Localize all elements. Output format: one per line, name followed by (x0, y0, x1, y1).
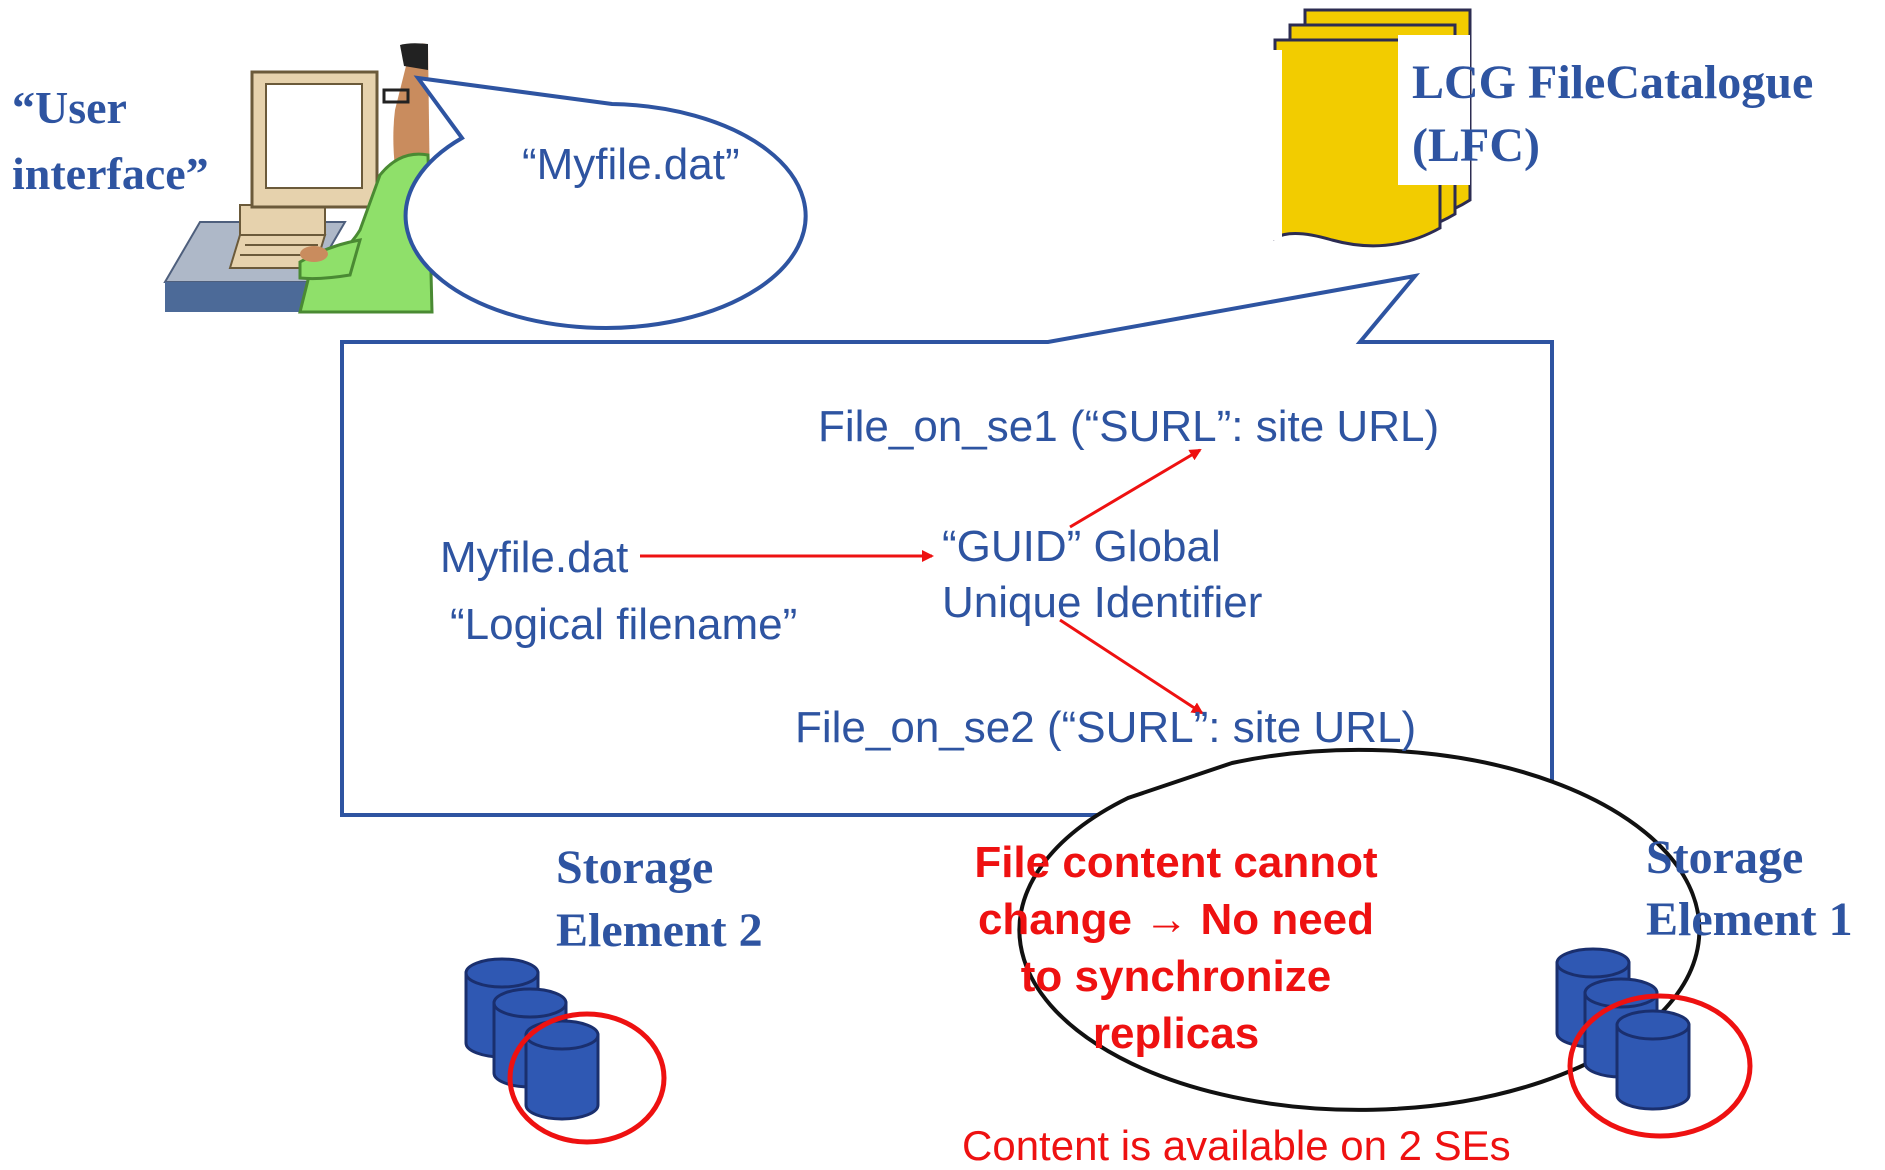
replica-availability-caption: Content is available on 2 SEs (962, 1122, 1511, 1169)
guid-text-line2: Unique Identifier (942, 578, 1263, 627)
user-speech-text: “Myfile.dat” (522, 140, 740, 189)
user-interface-label-line1: “User (12, 82, 127, 133)
storage-element-2-label-line1: Storage (556, 841, 714, 894)
storage-element-1-label-line2: Element 1 (1646, 893, 1853, 946)
note-line4: replicas (1092, 1009, 1260, 1058)
storage-element-1-disks-icon (1555, 947, 1691, 1111)
catalogue-callout (340, 273, 1554, 817)
file-catalogue-title-line1: LCG FileCatalogue (1412, 56, 1814, 109)
logical-filename-caption: “Logical filename” (450, 600, 798, 649)
arrow-guid-to-surl2 (1059, 618, 1204, 715)
file-catalogue-folder-icon (1270, 8, 1472, 248)
user-speech-bubble (403, 75, 808, 330)
user-interface-label-line2: interface” (12, 148, 209, 199)
file-catalogue-title-line2: (LFC) (1412, 119, 1540, 172)
storage-element-2-disks-icon (464, 957, 600, 1121)
note-speech-bubble (1017, 747, 1702, 1112)
surl1-text: File_on_se1 (“SURL”: site URL) (818, 402, 1440, 451)
arrow-guid-to-surl1 (1069, 448, 1202, 529)
storage-element-2-highlight-circle (507, 1011, 667, 1145)
note-line1: File content cannot (974, 838, 1378, 887)
user-computer-icon (163, 43, 434, 314)
guid-text-line1: “GUID” Global (942, 522, 1221, 571)
logical-filename-text: Myfile.dat (440, 533, 629, 582)
storage-element-1-label-line1: Storage (1646, 831, 1804, 884)
surl2-text: File_on_se2 (“SURL”: site URL) (795, 703, 1417, 752)
storage-element-2-label-line2: Element 2 (556, 904, 763, 957)
note-line3: to synchronize (1020, 952, 1332, 1001)
note-line2: change → No need (977, 895, 1375, 944)
storage-element-1-highlight-circle (1567, 993, 1753, 1139)
